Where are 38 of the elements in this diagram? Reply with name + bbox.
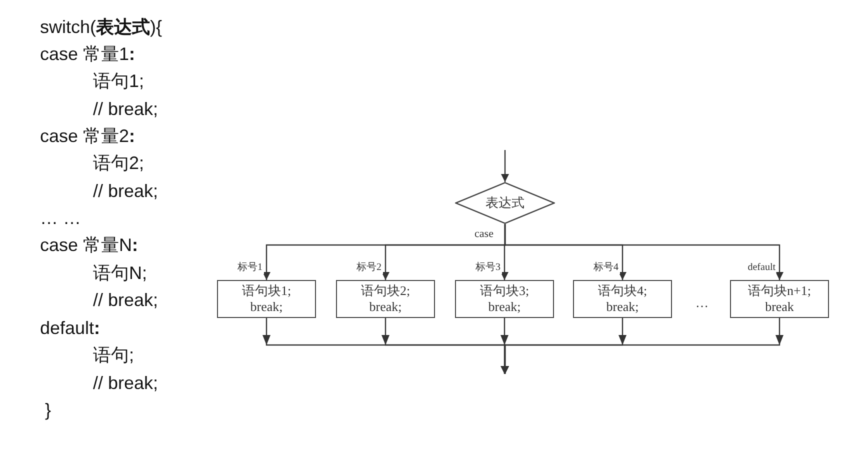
statement-text: 语句块3; <box>480 283 530 299</box>
statement-text: 语句块2; <box>360 283 410 299</box>
code-line: } <box>45 399 52 421</box>
process-box <box>336 280 435 318</box>
process-box <box>573 280 672 318</box>
statement-text: break; <box>369 299 402 315</box>
code-line: // break; <box>93 289 158 311</box>
code-line: … … <box>40 207 82 229</box>
code-line: 语句1; <box>93 70 144 92</box>
statement-text: break; <box>606 299 639 315</box>
code-line: // break; <box>93 180 158 202</box>
code-line: // break; <box>93 98 158 120</box>
edge-label: 标号4 <box>592 262 620 274</box>
branch-label: case <box>474 228 494 240</box>
edge-label: 标号1 <box>236 262 264 274</box>
code-line: 语句N; <box>93 262 147 284</box>
code-line: 语句2; <box>93 152 144 174</box>
statement-text: break; <box>488 299 521 315</box>
statement-text: 语句块n+1; <box>748 283 811 299</box>
edge-label: default <box>746 262 776 274</box>
statement-text: break; <box>250 299 283 315</box>
code-line: // break; <box>93 372 158 394</box>
code-line: case 常量N: <box>40 234 138 256</box>
statement-text: break <box>765 299 794 315</box>
code-line: case 常量2: <box>40 125 136 147</box>
process-box <box>730 280 829 318</box>
statement-text: 语句块1; <box>242 283 292 299</box>
process-box <box>217 280 316 318</box>
edge-label: 标号2 <box>356 262 382 274</box>
ellipsis: … <box>696 296 708 310</box>
edge-label: 标号3 <box>474 262 502 274</box>
code-line: 语句; <box>93 344 134 366</box>
code-line: default: <box>40 317 100 339</box>
statement-text: 语句块4; <box>598 283 648 299</box>
process-box <box>455 280 554 318</box>
code-line: switch(表达式){ <box>40 16 162 38</box>
code-line: case 常量1: <box>40 43 136 65</box>
condition-text: 表达式 <box>486 194 524 212</box>
